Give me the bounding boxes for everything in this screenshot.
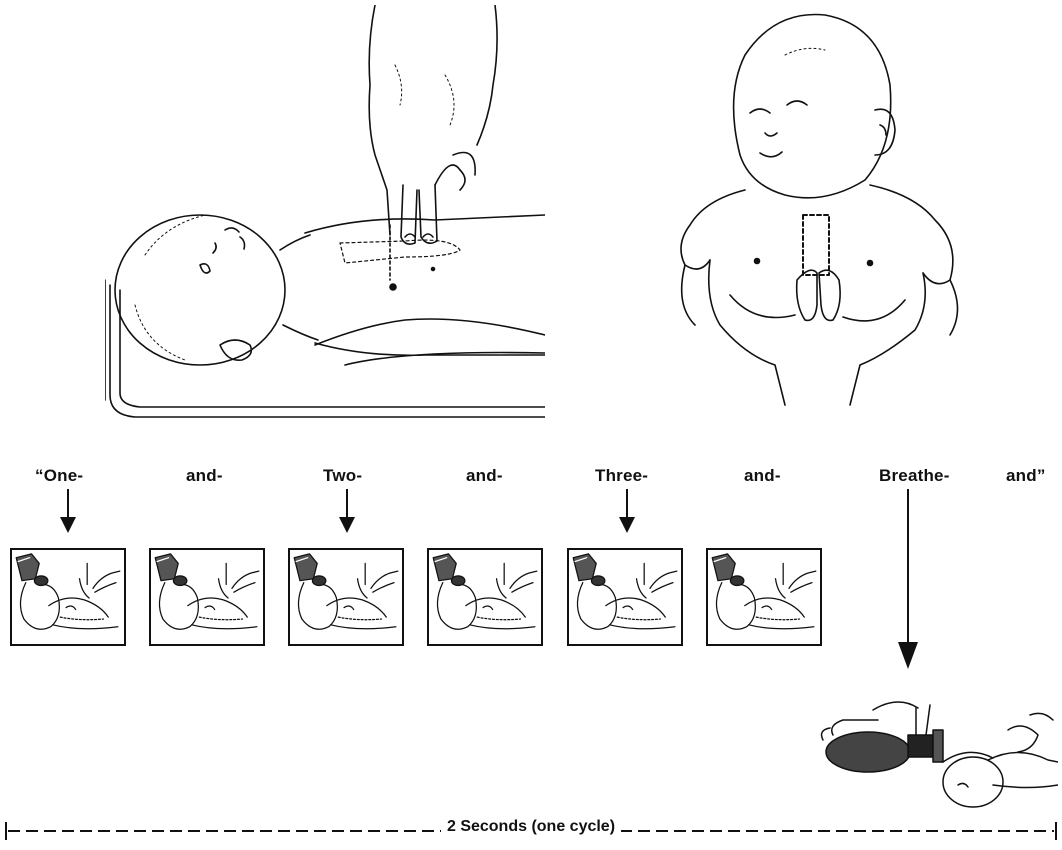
count-label-two: Two- (323, 466, 362, 486)
compression-frame (706, 548, 822, 646)
count-label-and-end: and” (1006, 466, 1046, 486)
down-arrow-icon (617, 487, 637, 535)
cycle-duration-label: 2 Seconds (one cycle) (441, 818, 621, 835)
count-label-one: “One- (35, 466, 83, 486)
cycle-label-wrap: 2 Seconds (one cycle) (0, 818, 1062, 836)
compression-frame (149, 548, 265, 646)
two-finger-compression-illustration (105, 5, 545, 435)
bag-mask-ventilation-illustration (818, 690, 1058, 810)
compression-frame (288, 548, 404, 646)
compression-frame (10, 548, 126, 646)
count-label-and-3: and- (744, 466, 781, 486)
compression-frame (567, 548, 683, 646)
down-arrow-icon (337, 487, 357, 535)
count-label-and-1: and- (186, 466, 223, 486)
down-arrow-icon (58, 487, 78, 535)
count-label-and-2: and- (466, 466, 503, 486)
count-label-breathe: Breathe- (879, 466, 950, 486)
two-thumb-encircling-illustration (665, 5, 975, 410)
long-down-arrow-icon (895, 487, 921, 672)
compression-frame (427, 548, 543, 646)
count-label-three: Three- (595, 466, 648, 486)
